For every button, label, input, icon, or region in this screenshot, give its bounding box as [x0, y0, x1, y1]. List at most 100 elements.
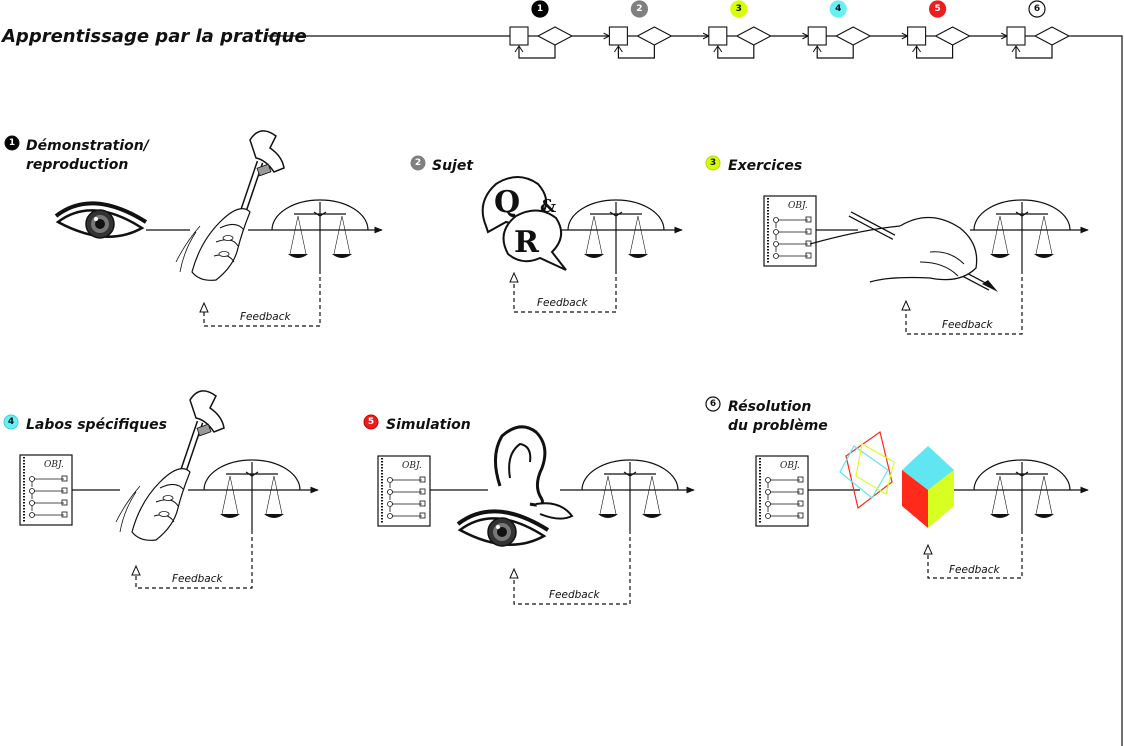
pencil-hand-icon	[810, 214, 998, 292]
step-5-number: 5	[368, 417, 374, 427]
process-box-icon	[1006, 26, 1026, 46]
decision-diamond-icon	[835, 26, 872, 46]
step-5-badge	[363, 414, 379, 430]
feedback-loop	[905, 270, 1023, 335]
ear-icon	[494, 425, 574, 520]
q-letter: Q	[494, 185, 520, 220]
process-box-icon	[807, 26, 827, 46]
step-6-heading-line1: Résolution	[728, 399, 811, 415]
obj-label: OBJ.	[780, 461, 800, 471]
decision-diamond-icon	[536, 26, 574, 46]
step-3-heading: Exercices	[728, 158, 802, 174]
header-step-number: 6	[1034, 4, 1040, 14]
balance-scale-icon	[271, 199, 369, 271]
obj-label: OBJ.	[788, 201, 808, 211]
loop-arrow-icon	[1011, 45, 1021, 53]
feedback-loop	[135, 530, 253, 589]
feedback-label: Feedback	[942, 319, 993, 331]
step-3-badge	[705, 155, 721, 171]
step-1-heading-line2: reproduction	[26, 157, 128, 173]
feedback-loop	[513, 530, 631, 605]
page-title: Apprentissage par la pratique	[0, 26, 307, 47]
feedback-label: Feedback	[240, 311, 291, 323]
r-letter: R	[514, 225, 540, 260]
step-4-heading: Labos spécifiques	[26, 417, 167, 433]
header-step-number: 3	[736, 4, 742, 14]
loop-back-line	[1015, 45, 1053, 59]
balance-scale-icon	[581, 459, 679, 531]
step-5-heading: Simulation	[386, 417, 471, 433]
step-1-panel: 1 Démonstration/ reproduction Feedback	[4, 131, 383, 327]
process-box-icon	[708, 26, 728, 46]
step-3-number: 3	[710, 158, 716, 168]
feedback-loop	[927, 530, 1023, 579]
step-6-badge	[705, 396, 721, 412]
balance-scale-icon	[973, 199, 1071, 271]
feedback-arrow-icon	[131, 564, 141, 576]
loop-back-line	[617, 45, 655, 59]
step-6-heading-line2: du problème	[728, 418, 828, 434]
balance-scale-icon	[203, 459, 301, 531]
feedback-label: Feedback	[537, 297, 588, 309]
eye-icon	[54, 201, 148, 240]
loop-arrow-icon	[912, 45, 922, 53]
header-step-number: 5	[934, 4, 940, 14]
feedback-label: Feedback	[172, 573, 223, 585]
decision-diamond-icon	[735, 26, 772, 46]
right-flow-line	[1072, 35, 1123, 746]
step-2-heading: Sujet	[432, 158, 474, 174]
cube-icon	[902, 446, 954, 528]
feedback-arrow-icon	[199, 301, 209, 313]
step-6-panel: 6 Résolution du problème OBJ. Feedback	[705, 396, 1089, 579]
eye-icon	[456, 509, 550, 548]
header-step-badge	[531, 0, 549, 18]
step-6-number: 6	[710, 399, 716, 409]
loop-back-line	[518, 45, 556, 59]
feedback-label: Feedback	[549, 589, 600, 601]
loop-back-line	[816, 45, 854, 59]
step-3-panel: 3 Exercices OBJ. Feedback	[705, 155, 1089, 335]
header-step-number: 1	[537, 4, 543, 14]
feedback-arrow-icon	[923, 543, 933, 555]
balance-scale-icon	[567, 199, 665, 271]
header-step-number: 4	[835, 4, 841, 14]
feedback-loop	[203, 270, 321, 327]
loop-arrow-icon	[514, 45, 524, 53]
process-box-icon	[907, 26, 927, 46]
loop-arrow-icon	[613, 45, 623, 53]
header-flow: 1 2 3 4 5 6	[509, 0, 1072, 59]
process-box-icon	[509, 26, 529, 46]
step-1-heading-line1: Démonstration/	[26, 138, 151, 154]
wrench-hand-icon	[116, 391, 224, 540]
header-step-badge	[730, 0, 748, 18]
feedback-loop	[513, 270, 617, 313]
feedback-label: Feedback	[949, 564, 1000, 576]
step-2-badge	[410, 155, 426, 171]
header-step-badge	[630, 0, 649, 18]
header-step-number: 2	[636, 4, 642, 14]
feedback-arrow-icon	[901, 299, 911, 311]
step-4-panel: 4 Labos spécifiques OBJ. Feedback	[3, 391, 319, 589]
intersecting-planes-icon	[839, 430, 895, 510]
balance-scale-icon	[973, 459, 1071, 531]
q-and-r-bubbles-icon: Q R &	[481, 176, 567, 271]
feedback-arrow-icon	[509, 271, 519, 283]
header-step-badge	[928, 0, 947, 18]
step-2-panel: 2 Sujet Q R & Feedback	[410, 155, 683, 313]
step-4-badge	[3, 414, 19, 430]
step-5-panel: 5 Simulation OBJ. Feedback	[363, 414, 695, 605]
loop-back-line	[916, 45, 954, 59]
loop-arrow-icon	[713, 45, 723, 53]
ampersand: &	[540, 196, 556, 217]
header-step-badge	[1028, 0, 1046, 18]
header-step-badge	[829, 0, 847, 18]
loop-back-line	[717, 45, 755, 59]
step-1-number: 1	[9, 138, 15, 148]
process-box-icon	[608, 26, 628, 46]
decision-diamond-icon	[934, 26, 971, 46]
step-4-number: 4	[8, 417, 14, 427]
feedback-arrow-icon	[509, 567, 519, 579]
decision-diamond-icon	[636, 26, 673, 46]
